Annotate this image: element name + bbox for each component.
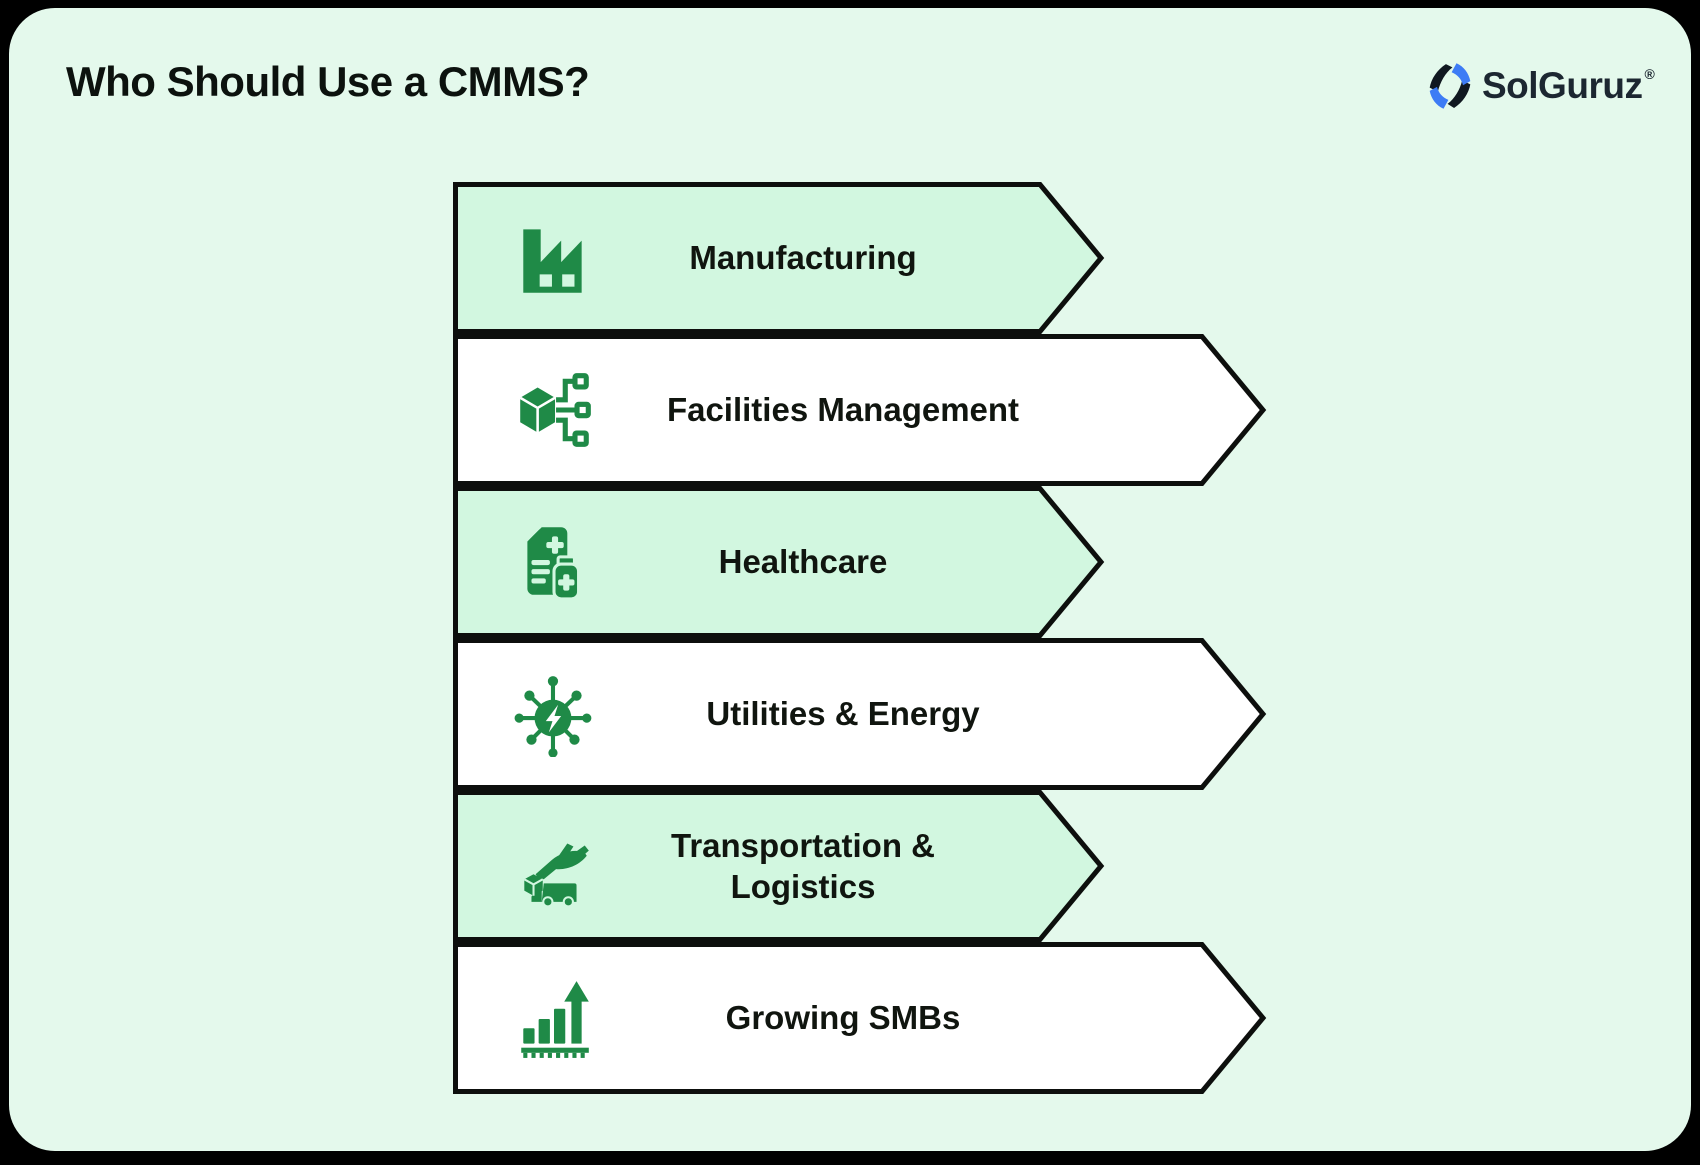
logo-text: SolGuruz	[1482, 65, 1643, 106]
cube-network-icon	[519, 373, 591, 447]
arrow-shape	[453, 182, 1105, 334]
registered-mark: ®	[1644, 66, 1655, 82]
arrow-shape	[453, 486, 1105, 638]
energy-icon	[514, 676, 592, 757]
growth-chart-icon	[521, 981, 589, 1058]
background-panel: Who Should Use a CMMS? SolGuruz® Manufac…	[9, 8, 1691, 1151]
banner-label: Utilities & Energy	[706, 695, 980, 733]
arrow-shape	[453, 638, 1267, 790]
arrow-shape	[453, 942, 1267, 1094]
banner-label: Growing SMBs	[725, 999, 961, 1037]
logo: SolGuruz®	[1424, 56, 1655, 116]
factory-icon	[523, 229, 582, 293]
arrow-shape	[453, 790, 1105, 942]
page-title: Who Should Use a CMMS?	[66, 58, 590, 105]
banner-label: Healthcare	[718, 543, 888, 581]
solguruz-logo-icon	[1429, 63, 1471, 109]
medical-document-icon	[527, 527, 581, 601]
transport-logistics-icon	[523, 843, 589, 908]
arrow-shape	[453, 334, 1267, 486]
banner-label: Transportation & Logistics	[670, 826, 936, 905]
banner-label: Manufacturing	[689, 239, 917, 277]
banner-label: Facilities Management	[666, 391, 1020, 429]
